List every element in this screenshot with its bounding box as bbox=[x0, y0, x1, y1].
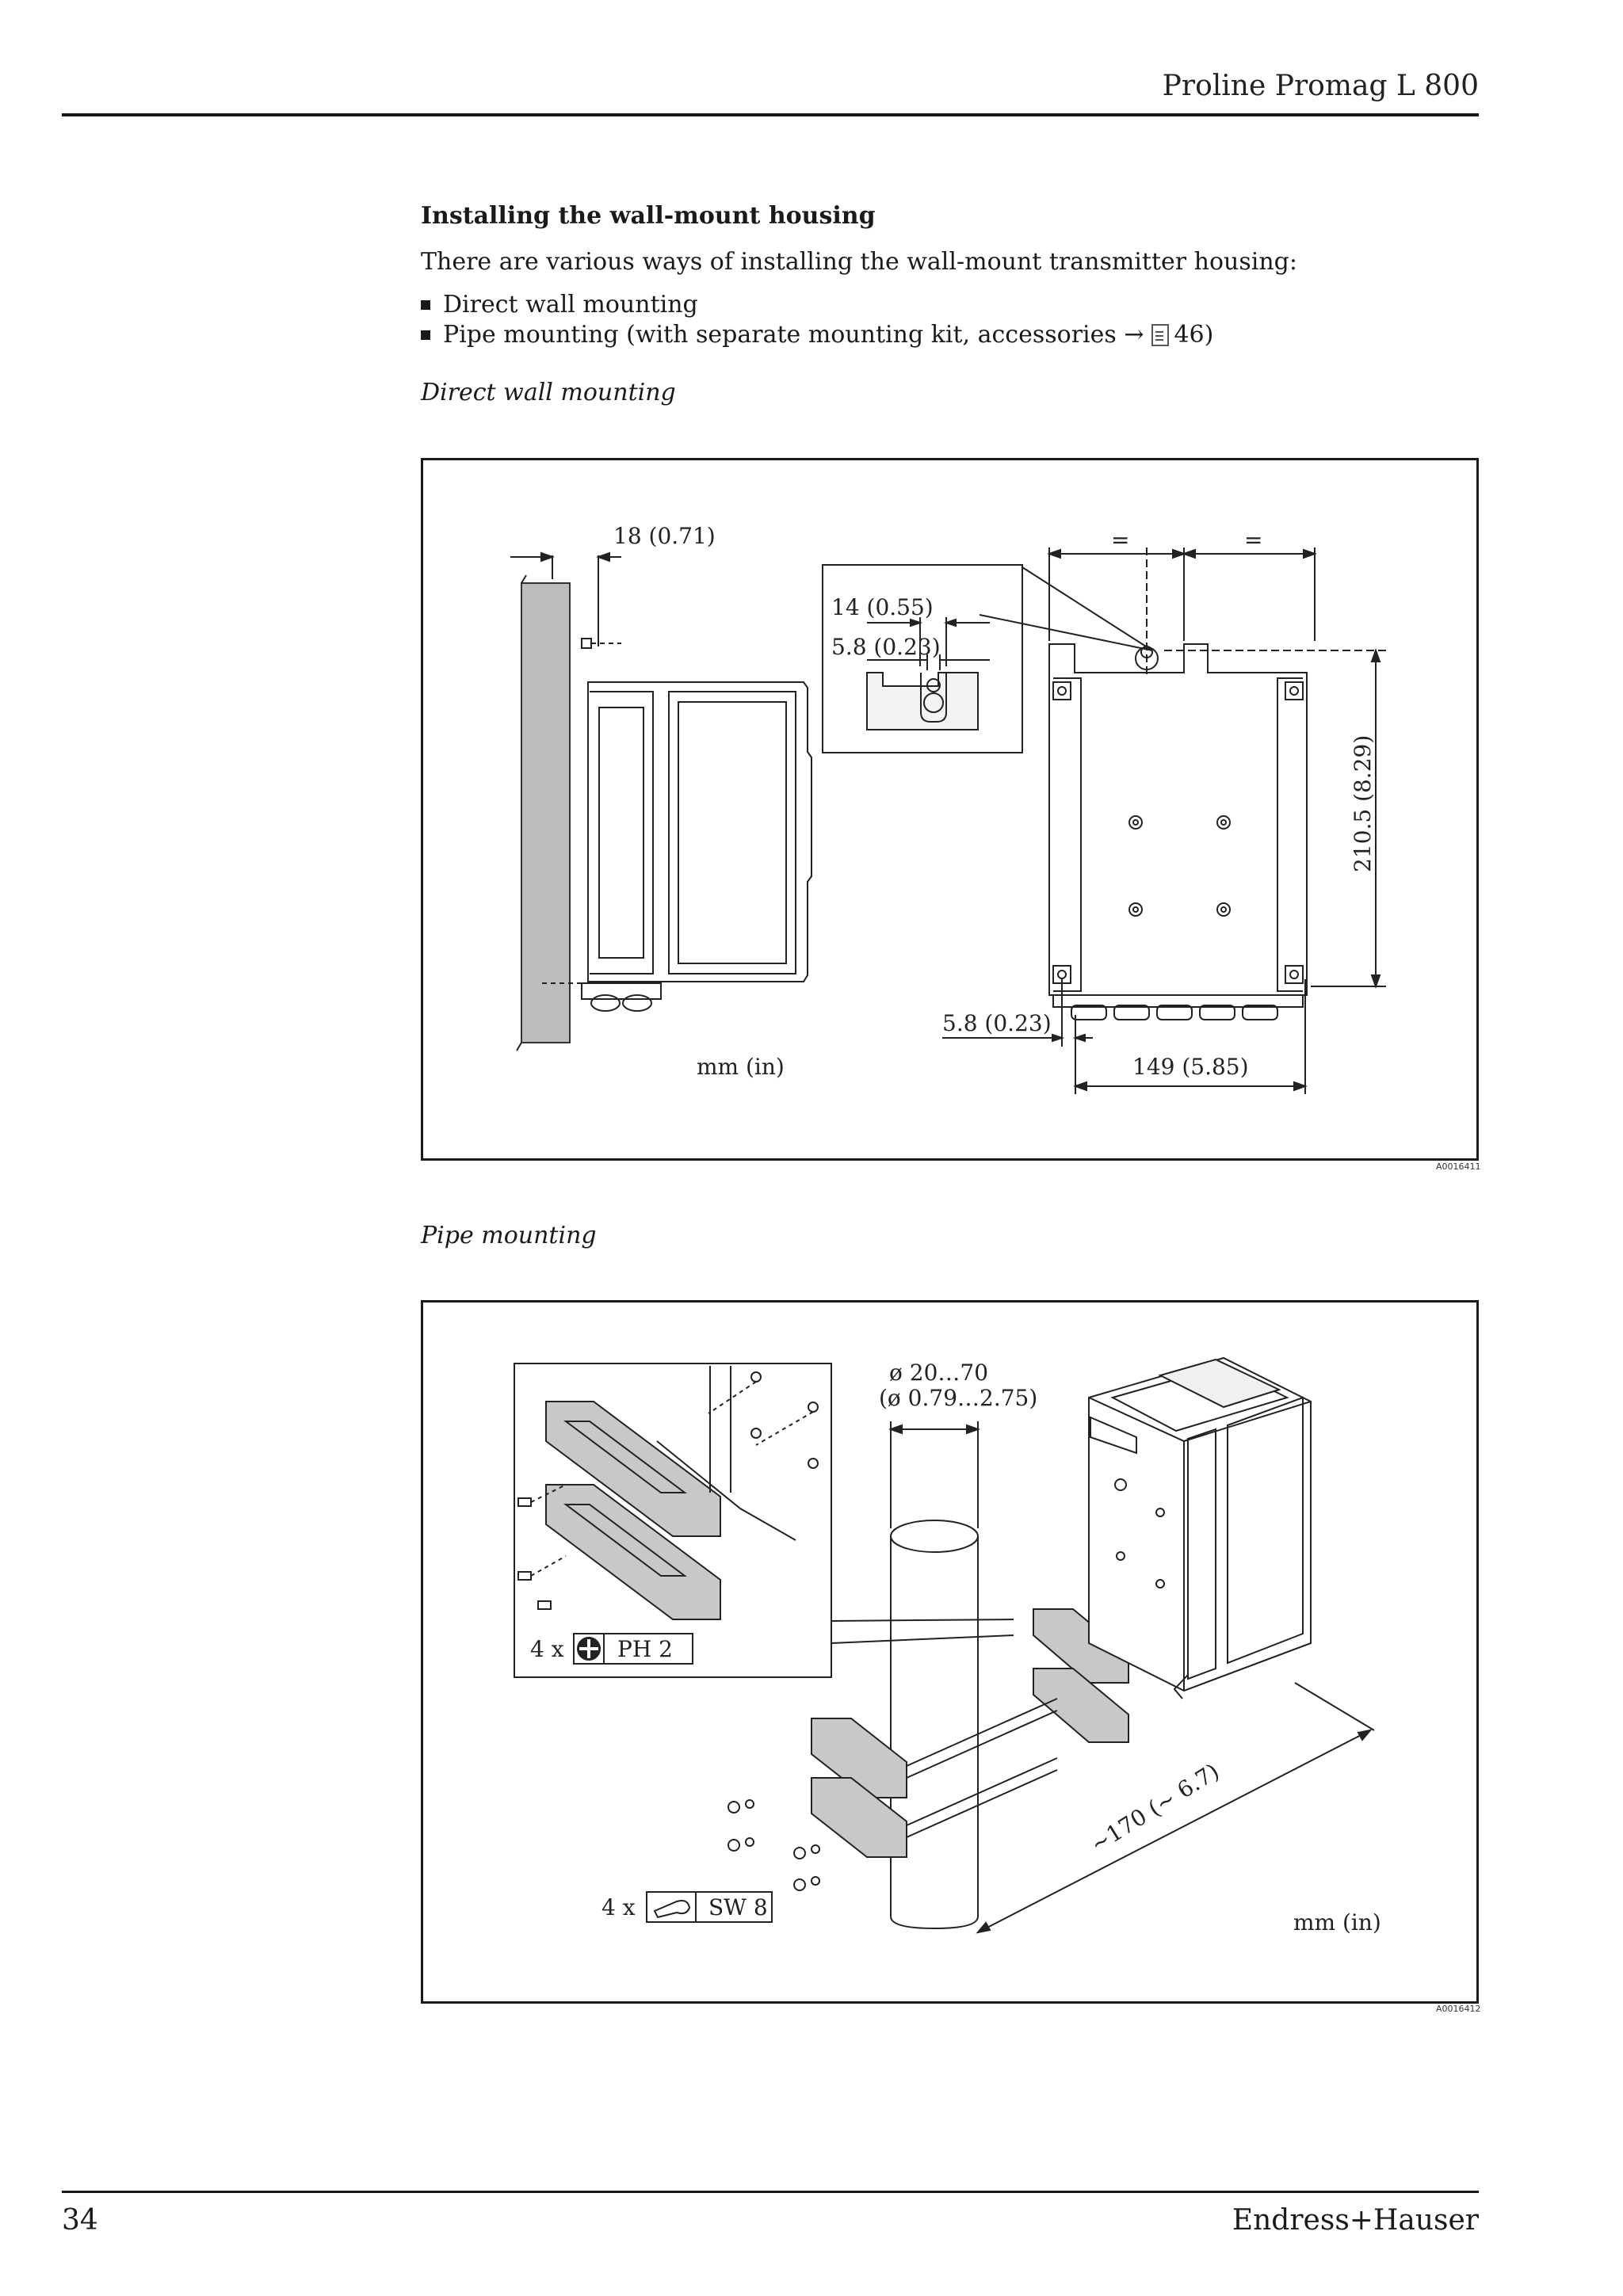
pipe-mounting-drawing: ø 20…70 (ø 0.79…2.75) 4 x PH 2 4 x SW 8 … bbox=[514, 1356, 1381, 1936]
page-reference-icon bbox=[1151, 324, 1170, 346]
nut-tool-label: SW 8 bbox=[708, 1894, 768, 1920]
units-label: mm (in) bbox=[1293, 1909, 1381, 1936]
dimension-slot-hole: 5.8 (0.23) bbox=[831, 634, 941, 660]
list-item: Direct wall mounting bbox=[421, 290, 1213, 320]
figure2-id: A0016412 bbox=[1436, 2004, 1481, 2014]
units-label: mm (in) bbox=[697, 1054, 785, 1080]
intro-text: There are various ways of installing the… bbox=[421, 248, 1297, 276]
page-header-title: Proline Promag L 800 bbox=[1162, 70, 1479, 102]
dimension-equal-right: = bbox=[1244, 527, 1262, 553]
dimension-pipe-diameter: ø 20…70 bbox=[889, 1360, 988, 1386]
figure1-id: A0016411 bbox=[1436, 1161, 1481, 1172]
page-reference-link[interactable]: 46) bbox=[1174, 321, 1214, 349]
dimension-height: 210.5 (8.29) bbox=[1350, 735, 1376, 872]
figure2-caption: Pipe mounting bbox=[421, 1222, 597, 1249]
list-item-text: Direct wall mounting bbox=[443, 291, 698, 318]
wall-shape bbox=[521, 582, 571, 1043]
screw-tool-label: PH 2 bbox=[617, 1636, 673, 1662]
footer-rule bbox=[62, 2191, 1479, 2193]
dimension-distance: ~170 (~ 6.7) bbox=[1086, 1758, 1224, 1858]
bullet-icon bbox=[421, 300, 430, 310]
dimension-width: 149 (5.85) bbox=[1132, 1054, 1249, 1080]
list-item: Pipe mounting (with separate mounting ki… bbox=[421, 320, 1213, 350]
figure-direct-wall-mounting: 18 (0.71) 14 (0.55) 5.8 (0.23) = = 210.5… bbox=[421, 458, 1479, 1161]
page-number: 34 bbox=[62, 2204, 98, 2237]
figure1-caption: Direct wall mounting bbox=[421, 379, 676, 406]
list-item-text: Pipe mounting (with separate mounting ki… bbox=[443, 321, 1144, 349]
mounting-options-list: Direct wall mounting Pipe mounting (with… bbox=[421, 290, 1213, 350]
figure-pipe-mounting: ø 20…70 (ø 0.79…2.75) 4 x PH 2 4 x SW 8 … bbox=[421, 1300, 1479, 2004]
dimension-bottom-offset: 5.8 (0.23) bbox=[942, 1010, 1052, 1036]
dimension-wall-gap: 18 (0.71) bbox=[613, 523, 716, 549]
direct-wall-mounting-drawing: 18 (0.71) 14 (0.55) 5.8 (0.23) = = 210.5… bbox=[510, 523, 1386, 1094]
dimension-pipe-diameter-inches: (ø 0.79…2.75) bbox=[879, 1385, 1037, 1411]
dimension-slot-width: 14 (0.55) bbox=[831, 594, 934, 620]
section-heading: Installing the wall-mount housing bbox=[421, 202, 876, 230]
dimension-equal-left: = bbox=[1111, 527, 1129, 553]
header-rule bbox=[62, 113, 1479, 116]
screw-count-label: 4 x bbox=[530, 1636, 564, 1662]
bullet-icon bbox=[421, 330, 430, 340]
footer-brand: Endress+Hauser bbox=[1232, 2204, 1479, 2237]
nut-count-label: 4 x bbox=[601, 1894, 636, 1920]
